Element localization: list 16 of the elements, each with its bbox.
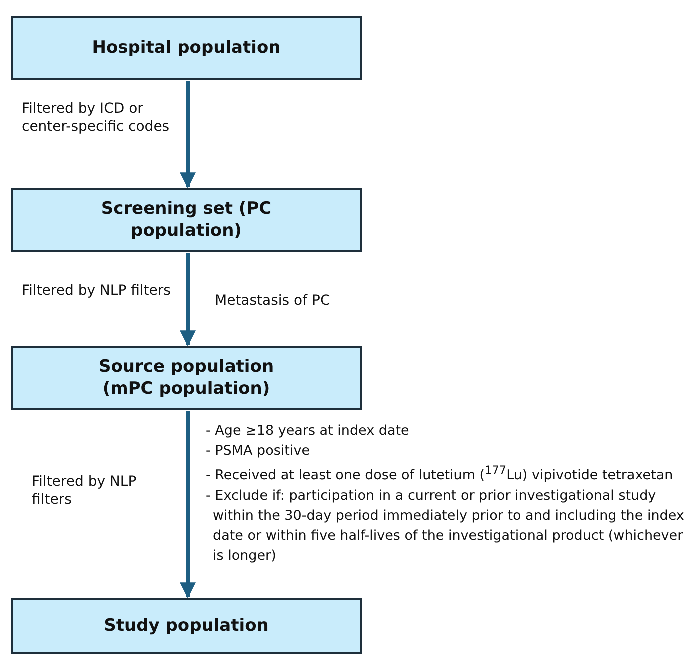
box-title: Hospital population <box>91 37 282 59</box>
criteria-item: - Received at least one dose of lutetium ($^{177}$Lu) vipivotide tetraxetan <box>206 463 674 486</box>
process-box <box>11 16 362 80</box>
criteria-item: - Age ≥18 years at index date <box>206 422 410 441</box>
process-box <box>11 188 362 252</box>
process-box <box>11 346 362 410</box>
annotation-text: Metastasis of PC <box>215 292 330 310</box>
arrow <box>180 411 196 599</box>
criteria-item: - PSMA positive <box>206 442 311 461</box>
box-title: Source population (mPC population) <box>98 356 276 400</box>
process-box <box>11 598 362 654</box>
box-title: Screening set (PC population) <box>100 198 273 242</box>
arrow <box>180 253 196 347</box>
arrow <box>180 81 196 189</box>
box-title: Study population <box>103 615 270 637</box>
criteria-item: - Exclude if: participation in a current or prior investigational study within the 30-day period immediately prior to and including the index date or within five half-lives of the investigational product (whichever is longer) <box>206 486 686 566</box>
